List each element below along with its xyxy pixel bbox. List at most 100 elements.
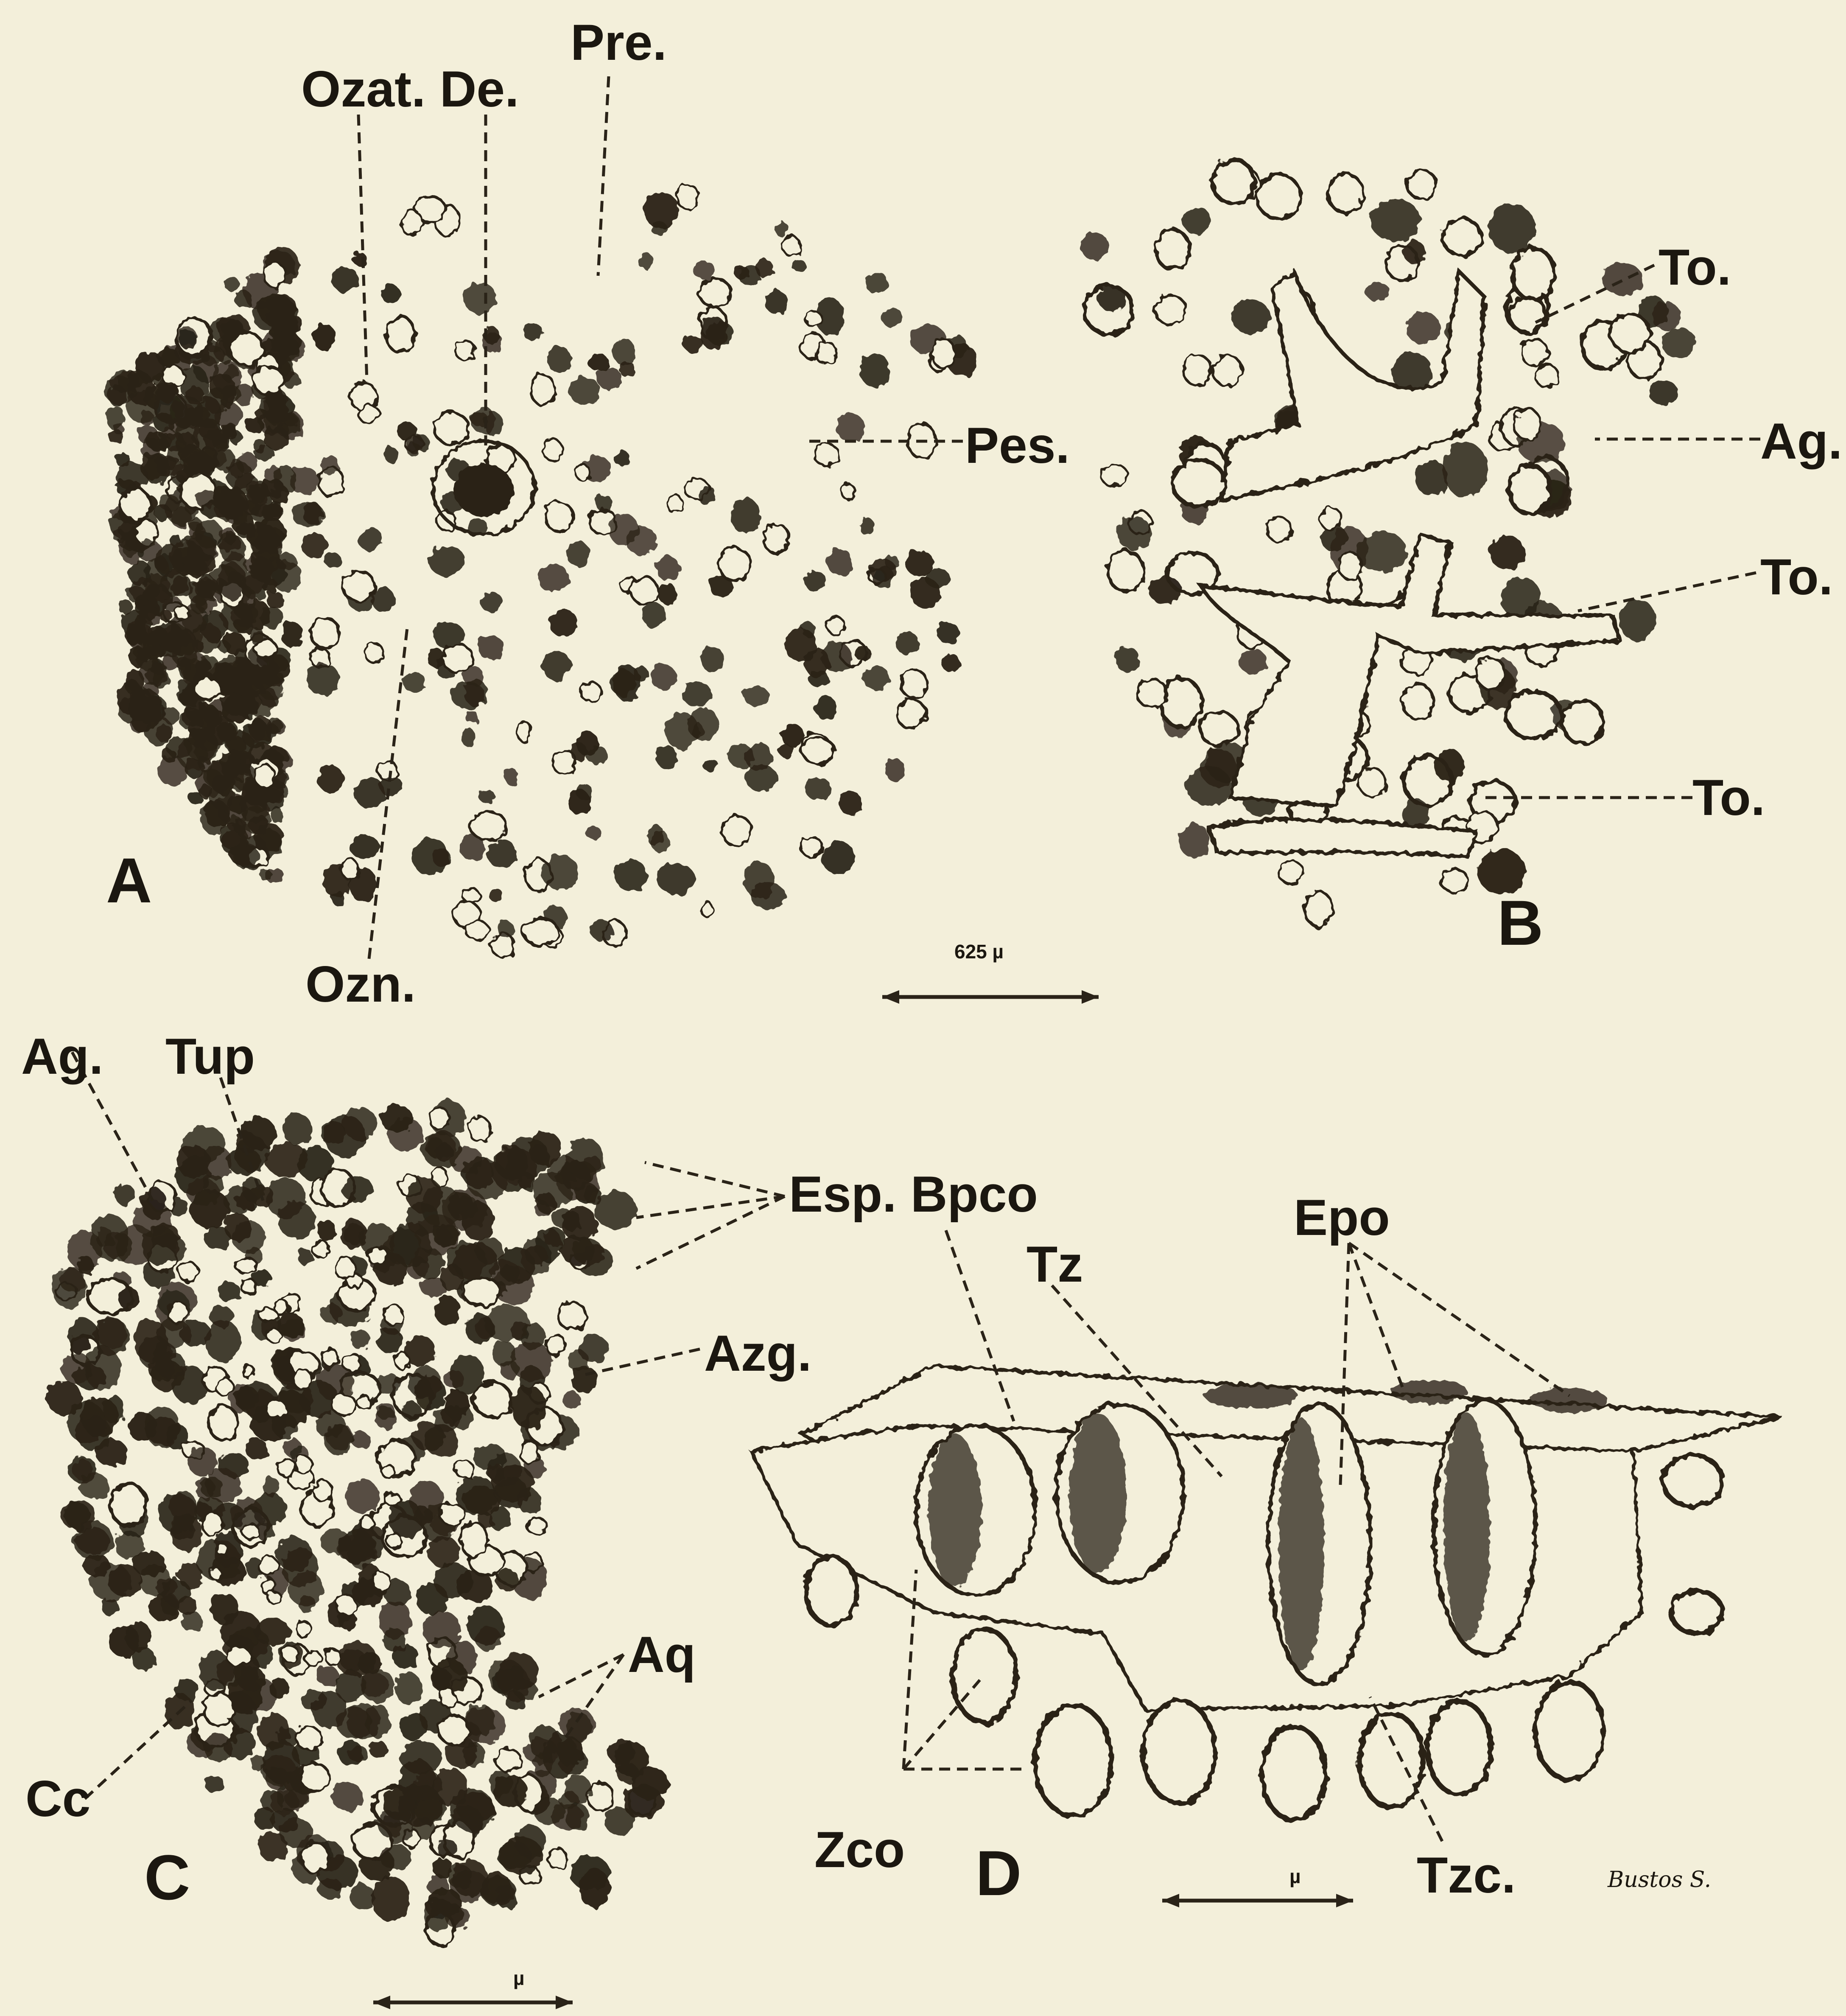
panel-a-scale-bar-arrow-right: [1082, 990, 1099, 1004]
panel-a-label-ozn: Ozn.: [305, 959, 416, 1010]
panel-a-granule: [254, 445, 274, 461]
panel-a-oocyte: [461, 728, 475, 747]
panel-c-granule: [336, 1708, 372, 1739]
panel-b-cell: [1370, 199, 1421, 241]
panel-c-granule: [496, 1569, 519, 1591]
panel-c-scale-bar-arrow-right: [556, 1996, 573, 2009]
panel-a-oocyte: [682, 682, 712, 707]
panel-c-granule: [177, 1145, 210, 1179]
panel-c-granule: [204, 1733, 232, 1762]
panel-c-label-azg: Azg.: [704, 1328, 811, 1379]
panel-c-granule: [543, 1228, 566, 1247]
panel-a-granule: [245, 417, 264, 433]
panel-c-granule: [557, 1737, 584, 1766]
panel-a-oocyte: [397, 423, 417, 440]
panel-c-hollow-cell: [235, 1257, 257, 1273]
panel-a-granule: [219, 535, 245, 563]
panel-c-granule: [320, 1121, 345, 1144]
panel-a-oocyte: [566, 541, 590, 566]
panel-a-granule: [122, 610, 151, 639]
panel-a-oocyte: [255, 640, 276, 659]
panel-c-granule: [67, 1402, 106, 1443]
panel-a-oocyte: [699, 278, 731, 306]
panel-b-cell: [1305, 891, 1332, 926]
panel-a-oocyte: [365, 643, 383, 663]
panel-b-cell: [1117, 516, 1152, 550]
panel-c-granule: [575, 1182, 598, 1204]
panel-a-oocyte: [543, 439, 562, 461]
panel-c-label-aq: Aq: [628, 1629, 696, 1680]
panel-a-oocyte: [822, 841, 855, 874]
panel-c-granule: [435, 1228, 452, 1247]
panel-b-cell: [1231, 300, 1270, 334]
panel-c-granule: [608, 1739, 635, 1765]
panel-a-oocyte: [657, 863, 695, 894]
panel-c-granule: [463, 1277, 500, 1306]
panel-c-granule: [450, 1789, 495, 1832]
panel-a-oocyte: [517, 722, 531, 742]
panel-a-granule: [213, 361, 241, 395]
panel-a-oocyte: [859, 517, 874, 535]
panel-a-granule: [159, 624, 190, 650]
panel-a-oocyte: [581, 682, 601, 702]
panel-a-oocyte: [463, 666, 484, 686]
panel-c-granule: [562, 1211, 582, 1232]
panel-d-cross-section: [1663, 1455, 1722, 1506]
panel-a-oocyte: [815, 695, 836, 720]
panel-c-granule: [488, 1506, 511, 1530]
panel-c-hollow-cell: [227, 1647, 251, 1666]
panel-a-oocyte: [873, 566, 894, 588]
panel-a-oocyte: [240, 792, 269, 823]
panel-a-oocyte: [194, 678, 220, 699]
panel-b-cell: [1443, 218, 1481, 255]
panel-a-oocyte: [313, 323, 335, 350]
panel-a-oocyte: [802, 737, 834, 764]
panel-a-oocyte: [730, 498, 760, 534]
panel-c-granule: [493, 1775, 527, 1807]
panel-c-label-cc: Cc: [25, 1773, 90, 1824]
panel-c-hollow-cell: [268, 1592, 282, 1604]
panel-a-oocyte: [157, 383, 179, 402]
panel-c-granule: [421, 1277, 446, 1298]
panel-c-granule: [426, 1898, 451, 1919]
panel-c-granule: [232, 1221, 265, 1253]
panel-c-hollow-cell: [385, 1492, 400, 1506]
panel-a-oocyte: [140, 411, 154, 426]
panel-c-hollow-cell: [313, 1481, 332, 1501]
panel-b-cell: [1173, 460, 1225, 506]
panel-b-cell: [1488, 204, 1536, 254]
panel-a-oocyte: [722, 816, 752, 846]
panel-a-oocyte: [451, 682, 485, 709]
panel-c-granule: [95, 1439, 128, 1466]
panel-c-granule: [218, 1282, 241, 1302]
panel-b-cell: [1407, 170, 1436, 199]
panel-c-granule: [379, 1601, 411, 1639]
panel-a-oocyte: [597, 367, 621, 389]
panel-a-oocyte: [481, 592, 503, 613]
panel-a-oocyte: [779, 745, 794, 758]
panel-a-oocyte: [194, 575, 218, 599]
panel-d-scale-bar-arrow-left: [1162, 1894, 1179, 1907]
panel-b-cell: [1536, 364, 1558, 387]
panel-a-scale-label: 625 µ: [954, 942, 1004, 961]
panel-c-granule: [360, 1672, 388, 1697]
panel-a-granule: [108, 430, 123, 444]
panel-a-oocyte: [570, 742, 587, 761]
panel-a-oocyte: [783, 237, 801, 256]
panel-d-label-epo: Epo: [1294, 1192, 1390, 1243]
panel-b-cell: [1510, 296, 1545, 332]
panel-a-granule: [215, 402, 243, 429]
panel-b-cell: [1356, 531, 1407, 572]
panel-a-oocyte: [781, 724, 804, 747]
panel-a-granule: [226, 462, 254, 489]
panel-c-hollow-cell: [265, 1400, 287, 1418]
panel-c-granule: [84, 1347, 120, 1391]
panel-a-granule: [262, 334, 282, 352]
panel-b-cell: [1200, 712, 1238, 745]
panel-c-granule: [252, 1493, 287, 1527]
panel-a-oocyte: [765, 289, 787, 314]
panel-a-oocyte: [644, 192, 679, 228]
panel-b-cell: [1359, 768, 1385, 797]
panel-b-cell: [1443, 442, 1488, 497]
panel-c-scale-bar-arrow-left: [373, 1996, 390, 2009]
